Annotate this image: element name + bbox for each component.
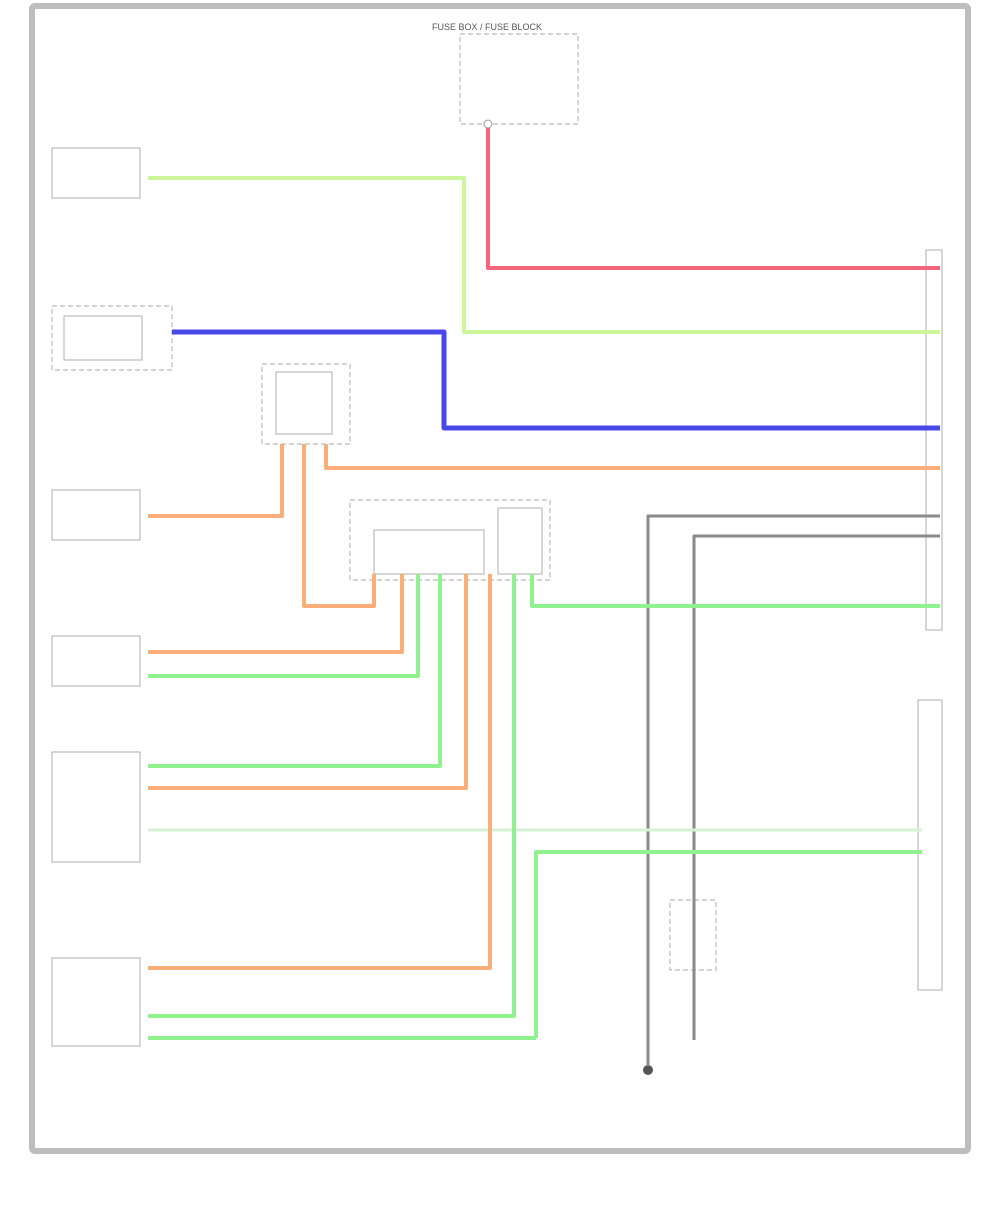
wire-yellow-green: [148, 176, 940, 334]
relay-2: [349, 499, 551, 581]
wire-red: [486, 128, 940, 270]
relay-1: [261, 363, 351, 445]
component-left-4: [51, 635, 141, 687]
wire-orange-6: [148, 574, 492, 970]
wire-orange-3: [302, 444, 376, 608]
component-left-6: [51, 957, 141, 1047]
diagram-frame: [29, 3, 971, 1154]
wire-green-1: [530, 574, 940, 608]
wire-orange-5: [148, 574, 468, 790]
fuse-box: FUSE BOX / FUSE BLOCK: [432, 22, 579, 129]
wire-green-5: [148, 574, 516, 1018]
wire-green-4: [534, 850, 922, 1038]
wire-orange-4: [148, 574, 404, 654]
fuse-box-title: FUSE BOX / FUSE BLOCK: [432, 22, 542, 32]
wire-gray-2: [692, 534, 940, 1040]
wire-gray-1: [646, 514, 940, 1066]
wire-orange-2: [148, 444, 284, 518]
component-left-1: [51, 147, 141, 199]
wires: [148, 128, 940, 1066]
component-left-5: [51, 751, 141, 863]
component-left-3: [51, 489, 141, 541]
ground-point: [643, 1065, 653, 1075]
wire-orange-1: [324, 444, 940, 470]
wire-green-3: [148, 574, 442, 768]
component-left-2: [51, 305, 173, 371]
wire-blue: [172, 329, 940, 431]
wire-green-2: [148, 574, 420, 678]
